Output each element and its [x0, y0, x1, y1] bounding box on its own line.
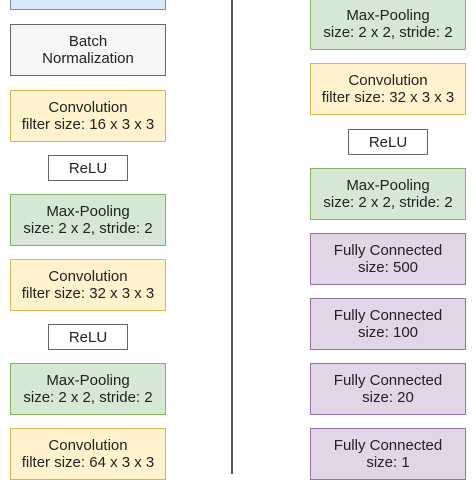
right-fc-500-block: Fully Connected size: 500	[310, 233, 466, 285]
left-conv3-block: Convolution filter size: 64 x 3 x 3	[10, 428, 166, 480]
right-fc-20-block: Fully Connected size: 20	[310, 363, 466, 415]
column-divider	[231, 0, 233, 474]
right-fc-100-block: Fully Connected size: 100	[310, 298, 466, 350]
block-line-2: size: 2 x 2, stride: 2	[323, 24, 453, 41]
left-maxpool2-block: Max-Pooling size: 2 x 2, stride: 2	[10, 363, 166, 415]
right-conv1-block: Convolution filter size: 32 x 3 x 3	[310, 63, 466, 115]
right-maxpool2-block: Max-Pooling size: 2 x 2, stride: 2	[310, 168, 466, 220]
right-maxpool1-block: Max-Pooling size: 2 x 2, stride: 2	[310, 0, 466, 50]
block-line-2: filter size: 16 x 3 x 3	[21, 116, 155, 133]
block-line-1: Max-Pooling	[46, 372, 130, 389]
left-maxpool1-block: Max-Pooling size: 2 x 2, stride: 2	[10, 194, 166, 246]
block-line-1: ReLU	[68, 159, 108, 177]
block-line-2: size: 500	[357, 259, 419, 276]
block-line-1: Convolution	[348, 72, 428, 89]
block-line-1: Fully Connected	[333, 307, 443, 324]
block-line-2: Normalization	[42, 50, 134, 67]
block-line-2: size: 20	[362, 389, 414, 406]
block-line-2: filter size: 32 x 3 x 3	[21, 285, 155, 302]
block-line-1: ReLU	[368, 133, 408, 151]
block-line-2: size: 2 x 2, stride: 2	[323, 194, 453, 211]
block-line-1: Convolution	[48, 268, 128, 285]
block-line-2: filter size: 32 x 3 x 3	[321, 89, 455, 106]
block-line-1: Max-Pooling	[346, 177, 430, 194]
block-line-2: size: 100	[357, 324, 419, 341]
left-relu2-block: ReLU	[48, 324, 128, 350]
right-relu-block: ReLU	[348, 129, 428, 155]
block-line-1: Fully Connected	[333, 372, 443, 389]
right-fc-1-block: Fully Connected size: 1	[310, 428, 466, 480]
input-block-partial	[10, 0, 166, 10]
block-line-1: Batch	[68, 33, 108, 50]
block-line-2: size: 2 x 2, stride: 2	[23, 389, 153, 406]
block-line-2: size: 1	[366, 454, 410, 471]
left-batchnorm-block: Batch Normalization	[10, 24, 166, 76]
block-line-1: Fully Connected	[333, 437, 443, 454]
block-line-1: Fully Connected	[333, 242, 443, 259]
block-line-1: Max-Pooling	[46, 203, 130, 220]
block-line-1: ReLU	[68, 328, 108, 346]
block-line-2: size: 2 x 2, stride: 2	[23, 220, 153, 237]
block-line-1: Convolution	[48, 437, 128, 454]
block-line-1: Max-Pooling	[346, 7, 430, 24]
block-line-1: Convolution	[48, 99, 128, 116]
left-conv2-block: Convolution filter size: 32 x 3 x 3	[10, 259, 166, 311]
left-relu1-block: ReLU	[48, 155, 128, 181]
left-conv1-block: Convolution filter size: 16 x 3 x 3	[10, 90, 166, 142]
block-line-2: filter size: 64 x 3 x 3	[21, 454, 155, 471]
